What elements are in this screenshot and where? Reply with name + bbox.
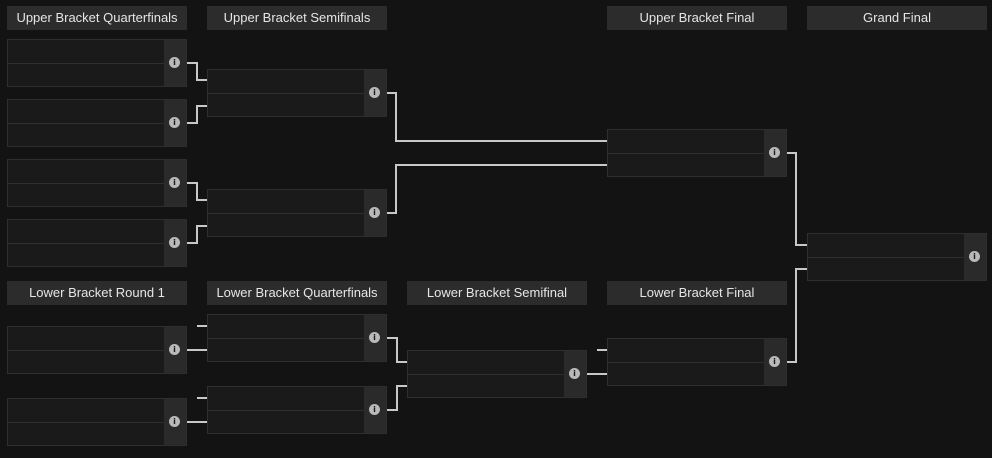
info-column: i	[364, 70, 386, 116]
team-slot-top[interactable]	[208, 70, 364, 93]
info-icon[interactable]: i	[169, 237, 180, 248]
team-slot-bottom[interactable]	[8, 124, 164, 147]
team-slot-bottom[interactable]	[608, 363, 764, 386]
info-icon[interactable]: i	[969, 251, 980, 262]
slot-divider	[8, 183, 164, 184]
team-slot-bottom[interactable]	[608, 154, 764, 177]
team-slot-top[interactable]	[808, 234, 964, 257]
team-slot-top[interactable]	[8, 220, 164, 243]
match-ub-final[interactable]: i	[607, 129, 787, 177]
team-slot-top[interactable]	[8, 100, 164, 123]
team-slot-top[interactable]	[8, 327, 164, 350]
match-lb-semifinal[interactable]: i	[407, 350, 587, 398]
info-icon[interactable]: i	[169, 57, 180, 68]
match-lb-qf-1[interactable]: i	[207, 314, 387, 362]
slot-divider	[8, 350, 164, 351]
info-icon[interactable]: i	[169, 416, 180, 427]
team-slot-top[interactable]	[208, 190, 364, 213]
round-header-lb-round1: Lower Bracket Round 1	[7, 281, 187, 305]
info-column: i	[164, 160, 186, 206]
team-slot-top[interactable]	[208, 387, 364, 410]
info-icon[interactable]: i	[569, 368, 580, 379]
slot-divider	[808, 257, 964, 258]
info-column: i	[364, 190, 386, 236]
match-ub-qf-3[interactable]: i	[7, 159, 187, 207]
team-slot-bottom[interactable]	[8, 184, 164, 207]
match-lb-final[interactable]: i	[607, 338, 787, 386]
round-header-lb-final: Lower Bracket Final	[607, 281, 787, 305]
round-header-lb-quarterfinals: Lower Bracket Quarterfinals	[207, 281, 387, 305]
team-slot-top[interactable]	[608, 339, 764, 362]
team-slot-top[interactable]	[8, 160, 164, 183]
team-slot-top[interactable]	[8, 40, 164, 63]
team-slot-top[interactable]	[608, 130, 764, 153]
info-icon[interactable]: i	[169, 177, 180, 188]
round-header-lb-semifinal: Lower Bracket Semifinal	[407, 281, 587, 305]
info-column: i	[364, 387, 386, 433]
slot-divider	[608, 362, 764, 363]
slot-divider	[608, 153, 764, 154]
team-slot-bottom[interactable]	[8, 244, 164, 267]
team-slot-bottom[interactable]	[208, 339, 364, 362]
info-column: i	[164, 220, 186, 266]
team-slot-bottom[interactable]	[8, 351, 164, 374]
info-column: i	[164, 399, 186, 445]
slot-divider	[208, 338, 364, 339]
match-ub-qf-2[interactable]: i	[7, 99, 187, 147]
team-slot-bottom[interactable]	[408, 375, 564, 398]
match-lb-qf-2[interactable]: i	[207, 386, 387, 434]
match-ub-sf-2[interactable]: i	[207, 189, 387, 237]
team-slot-bottom[interactable]	[8, 423, 164, 446]
info-icon[interactable]: i	[369, 404, 380, 415]
info-column: i	[164, 40, 186, 86]
team-slot-bottom[interactable]	[8, 64, 164, 87]
round-header-ub-quarterfinals: Upper Bracket Quarterfinals	[7, 6, 187, 30]
slot-divider	[8, 422, 164, 423]
info-column: i	[164, 100, 186, 146]
slot-divider	[8, 123, 164, 124]
info-icon[interactable]: i	[369, 207, 380, 218]
team-slot-top[interactable]	[8, 399, 164, 422]
round-header-ub-semifinals: Upper Bracket Semifinals	[207, 6, 387, 30]
team-slot-bottom[interactable]	[208, 94, 364, 117]
info-column: i	[564, 351, 586, 397]
team-slot-bottom[interactable]	[208, 411, 364, 434]
slot-divider	[208, 213, 364, 214]
match-ub-qf-1[interactable]: i	[7, 39, 187, 87]
team-slot-bottom[interactable]	[808, 258, 964, 281]
info-icon[interactable]: i	[169, 117, 180, 128]
info-icon[interactable]: i	[369, 332, 380, 343]
slot-divider	[8, 243, 164, 244]
info-column: i	[764, 339, 786, 385]
info-column: i	[164, 327, 186, 373]
slot-divider	[408, 374, 564, 375]
slot-divider	[208, 93, 364, 94]
info-column: i	[364, 315, 386, 361]
round-header-grand-final: Grand Final	[807, 6, 987, 30]
info-icon[interactable]: i	[769, 147, 780, 158]
match-lb-r1-1[interactable]: i	[7, 326, 187, 374]
info-icon[interactable]: i	[169, 344, 180, 355]
slot-divider	[208, 410, 364, 411]
info-icon[interactable]: i	[369, 87, 380, 98]
team-slot-top[interactable]	[208, 315, 364, 338]
match-ub-sf-1[interactable]: i	[207, 69, 387, 117]
team-slot-bottom[interactable]	[208, 214, 364, 237]
team-slot-top[interactable]	[408, 351, 564, 374]
round-header-ub-final: Upper Bracket Final	[607, 6, 787, 30]
match-lb-r1-2[interactable]: i	[7, 398, 187, 446]
info-icon[interactable]: i	[769, 356, 780, 367]
match-ub-qf-4[interactable]: i	[7, 219, 187, 267]
info-column: i	[764, 130, 786, 176]
match-grand-final[interactable]: i	[807, 233, 987, 281]
info-column: i	[964, 234, 986, 280]
slot-divider	[8, 63, 164, 64]
